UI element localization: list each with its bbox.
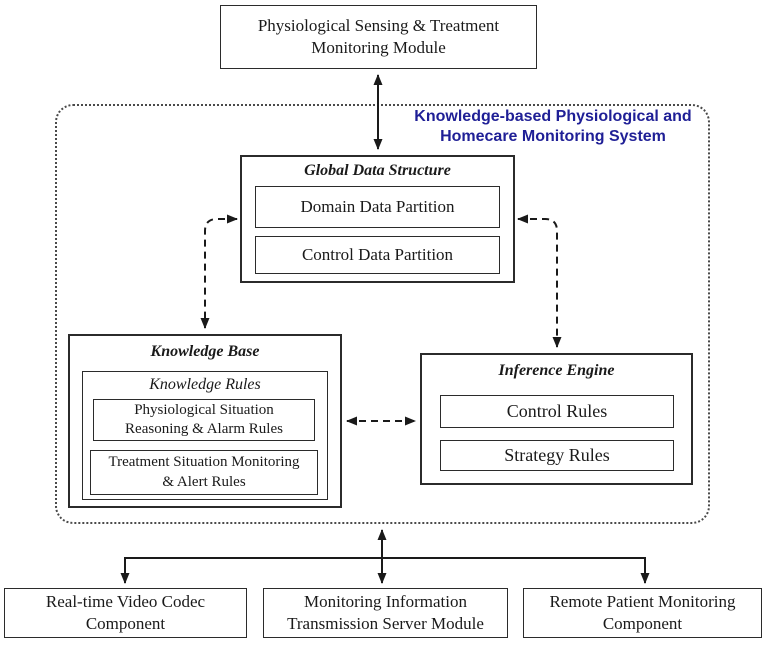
- treatment-situation-rules-label: Treatment Situation Monitoring & Alert R…: [108, 454, 300, 490]
- control-data-partition-box: Control Data Partition: [255, 236, 500, 274]
- strategy-rules-label: Strategy Rules: [504, 444, 610, 465]
- connector-bottom-components: [120, 557, 650, 584]
- system-title-line1: Knowledge-based Physiological and: [414, 108, 692, 125]
- monitoring-transmission-server-label: Monitoring Information Transmission Serv…: [287, 592, 484, 633]
- remote-patient-monitoring-box: Remote Patient Monitoring Component: [523, 588, 762, 638]
- knowledge-base-title: Knowledge Base: [150, 343, 260, 360]
- global-data-structure-title: Global Data Structure: [304, 162, 451, 179]
- realtime-video-codec-label: Real-time Video Codec Component: [45, 592, 206, 633]
- system-title-line2: Homecare Monitoring System: [440, 128, 666, 145]
- remote-patient-monitoring-label: Remote Patient Monitoring Component: [549, 592, 736, 633]
- system-title: Knowledge-based Physiological and Homeca…: [392, 107, 714, 147]
- knowledge-rules-title: Knowledge Rules: [149, 376, 261, 393]
- control-data-partition-label: Control Data Partition: [301, 245, 454, 265]
- physiological-situation-rules-label: Physiological Situation Reasoning & Alar…: [125, 401, 283, 437]
- knowledge-rules-box: Knowledge Rules Physiological Situation …: [82, 371, 328, 500]
- top-module-box: Physiological Sensing & Treatment Monito…: [220, 5, 537, 69]
- domain-data-partition-box: Domain Data Partition: [255, 186, 500, 228]
- monitoring-transmission-server-box: Monitoring Information Transmission Serv…: [263, 588, 508, 638]
- system-boundary-dotted-box: [55, 104, 710, 524]
- global-data-structure-box: Global Data Structure Domain Data Partit…: [240, 155, 515, 283]
- treatment-situation-rules-box: Treatment Situation Monitoring & Alert R…: [90, 450, 318, 495]
- realtime-video-codec-box: Real-time Video Codec Component: [4, 588, 247, 638]
- strategy-rules-box: Strategy Rules: [440, 440, 674, 471]
- inference-engine-title: Inference Engine: [498, 362, 615, 379]
- knowledge-base-box: Knowledge Base Knowledge Rules Physiolog…: [68, 334, 342, 508]
- physiological-situation-rules-box: Physiological Situation Reasoning & Alar…: [93, 399, 315, 441]
- inference-engine-box: Inference Engine Control Rules Strategy …: [420, 353, 693, 485]
- control-rules-box: Control Rules: [440, 395, 674, 428]
- control-rules-label: Control Rules: [506, 400, 608, 421]
- domain-data-partition-label: Domain Data Partition: [300, 197, 455, 217]
- top-module-label: Physiological Sensing & Treatment Monito…: [257, 16, 500, 57]
